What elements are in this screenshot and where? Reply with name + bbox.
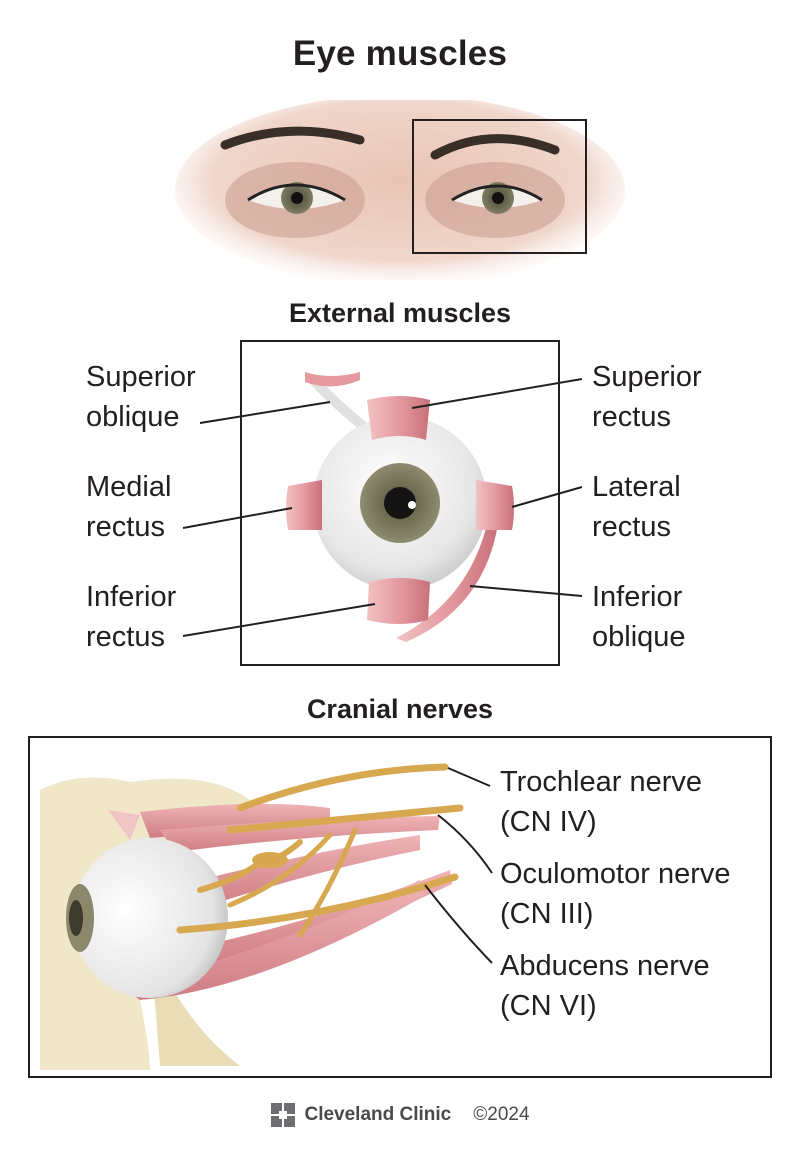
label-superior-rectus: Superior rectus — [592, 361, 702, 433]
eyeball-side — [72, 838, 228, 998]
external-muscles-heading: External muscles — [288, 298, 512, 328]
cranial-nerves-heading: Cranial nerves — [306, 694, 494, 724]
leader-lines — [182, 378, 583, 637]
oculomotor-nerve — [226, 804, 464, 834]
footer: Cleveland Clinic ©2024 — [0, 1102, 800, 1128]
highlight-box — [412, 119, 587, 254]
abducens-nerve — [176, 873, 459, 934]
face-eyes-illustration — [175, 100, 625, 280]
orbit-bone — [40, 777, 250, 1070]
label-abducens-nerve: Abducens nerve (CN VI) — [500, 950, 710, 1022]
lateral-rectus-muscle — [476, 480, 514, 530]
brand-name: Cleveland Clinic — [304, 1104, 452, 1125]
label-medial-rectus: Medial rectus — [86, 471, 172, 543]
pupil — [384, 487, 416, 519]
label-inferior-oblique: Inferior oblique — [592, 581, 686, 653]
inferior-rectus-muscle — [367, 578, 430, 624]
copyright: ©2024 — [473, 1104, 530, 1125]
medial-rectus-muscle — [286, 480, 322, 530]
label-trochlear-nerve: Trochlear nerve (CN IV) — [500, 766, 703, 838]
nerves — [176, 763, 464, 938]
label-lateral-rectus: Lateral rectus — [592, 471, 681, 543]
trochlear-nerve — [236, 763, 449, 812]
page-title: Eye muscles — [292, 34, 508, 73]
cleveland-clinic-logo-icon — [271, 1103, 296, 1127]
nerve-leader-lines — [424, 767, 493, 964]
right-eye — [425, 134, 565, 238]
label-oculomotor-nerve: Oculomotor nerve (CN III) — [500, 858, 731, 930]
label-superior-oblique: Superior oblique — [86, 361, 196, 433]
left-eye — [220, 126, 365, 238]
inferior-oblique-muscle — [396, 520, 498, 642]
label-inferior-rectus: Inferior rectus — [86, 581, 177, 653]
